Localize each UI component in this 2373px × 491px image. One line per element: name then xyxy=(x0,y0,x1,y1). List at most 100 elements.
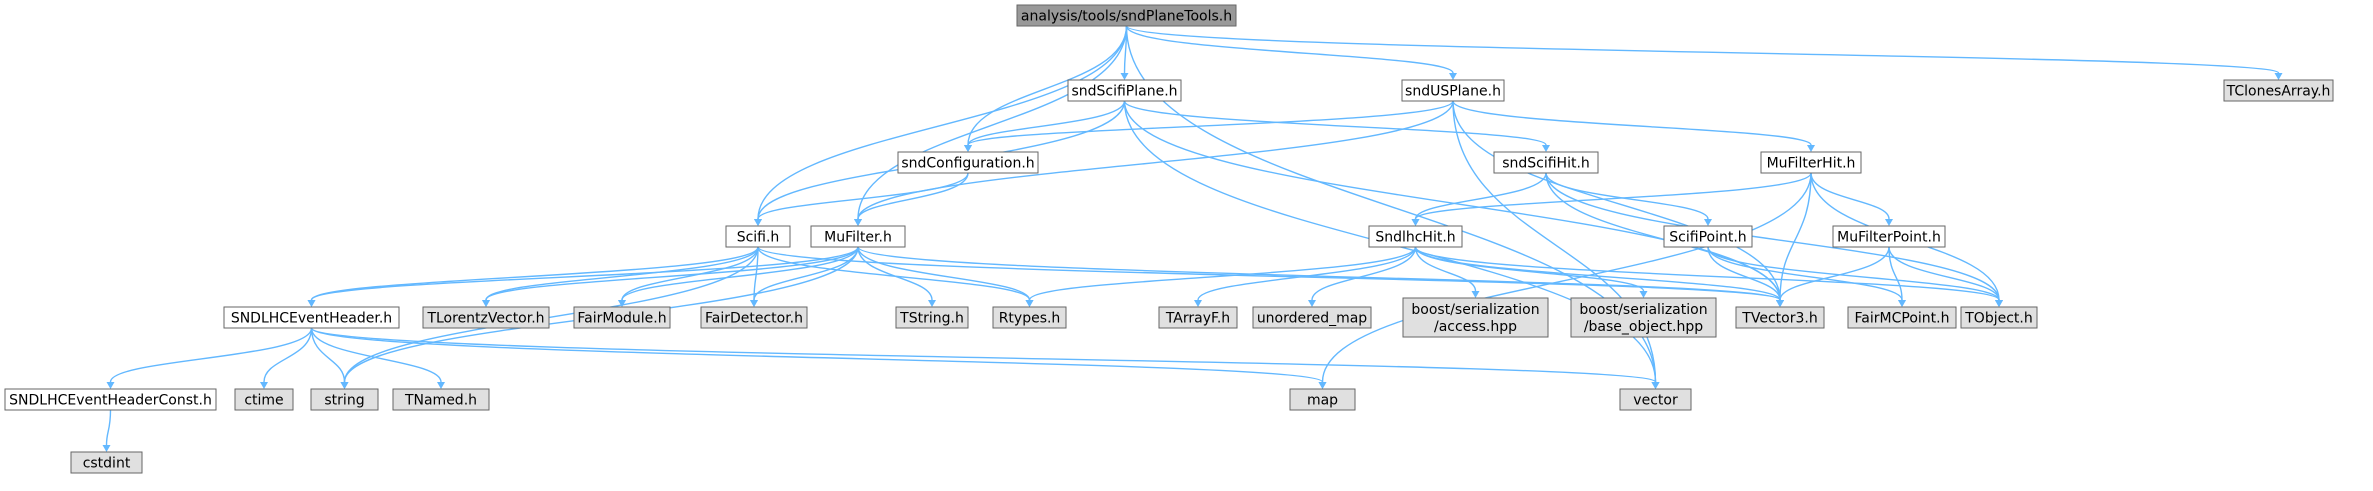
edge-SNDLHCEventHeader-to-ctime xyxy=(260,327,313,389)
node-label: Scifi.h xyxy=(737,230,780,246)
node-label: TNamed.h xyxy=(404,393,477,409)
node-box xyxy=(1570,297,1717,338)
node-SNDLHCEventHeader[interactable]: SNDLHCEventHeader.h xyxy=(223,306,400,329)
node-MuFilterHit[interactable]: MuFilterHit.h xyxy=(1760,151,1862,174)
node-box xyxy=(1252,306,1372,329)
node-box xyxy=(1289,388,1356,411)
node-box xyxy=(422,306,550,329)
node-sndScifiPlane[interactable]: sndScifiPlane.h xyxy=(1067,79,1182,102)
edge-SndlhcHit-to-unordered_map xyxy=(1308,246,1417,307)
node-unordered_map: unordered_map xyxy=(1252,306,1372,329)
edge-sndConfiguration-to-Scifi xyxy=(754,172,969,226)
node-box xyxy=(992,306,1067,329)
node-boost_access: boost/serialization/access.hpp xyxy=(1402,297,1549,338)
node-label: TLorentzVector.h xyxy=(426,311,544,327)
node-TClonesArray: TClonesArray.h xyxy=(2223,79,2334,102)
node-box xyxy=(1368,225,1463,248)
edge-MuFilter-to-FairModule xyxy=(618,246,859,307)
node-box xyxy=(573,306,671,329)
node-label: sndConfiguration.h xyxy=(901,156,1034,172)
node-sndConfiguration[interactable]: sndConfiguration.h xyxy=(897,151,1039,174)
node-box xyxy=(810,225,906,248)
edge-MuFilter-to-Rtypes xyxy=(857,246,1034,307)
edge-root-to-Scifi xyxy=(754,25,1128,226)
node-Scifi[interactable]: Scifi.h xyxy=(725,225,791,248)
node-box xyxy=(1619,388,1692,411)
edge-sndUSPlane-to-MuFilterHit xyxy=(1452,100,1815,152)
node-box xyxy=(1401,79,1505,102)
node-box xyxy=(1832,225,1946,248)
edge-SNDLHCEventHeader-to-vector xyxy=(310,327,1660,389)
node-label: SNDLHCEventHeader.h xyxy=(231,311,392,327)
node-TObject: TObject.h xyxy=(1960,306,2038,329)
node-label: MuFilterHit.h xyxy=(1767,156,1856,172)
edge-sndConfiguration-to-MuFilter xyxy=(854,172,969,226)
node-label: boost/serialization xyxy=(1579,302,1707,318)
node-label: SndlhcHit.h xyxy=(1375,230,1455,246)
node-box xyxy=(1158,306,1238,329)
node-label: /access.hpp xyxy=(1434,319,1517,335)
edge-SndlhcHit-to-boost_access xyxy=(1414,246,1480,298)
edge-MuFilterHit-to-MuFilterPoint xyxy=(1810,172,1893,226)
node-label: sndScifiPlane.h xyxy=(1071,84,1177,100)
node-TNamed: TNamed.h xyxy=(392,388,490,411)
node-label: /base_object.hpp xyxy=(1584,319,1703,335)
node-box xyxy=(70,451,143,474)
edge-MuFilter-to-SNDLHCEventHeader xyxy=(307,246,859,307)
node-label: ctime xyxy=(244,393,283,409)
edge-MuFilter-to-TString xyxy=(857,246,936,307)
edges-layer xyxy=(102,25,2283,452)
edge-MuFilterPoint-to-TObject xyxy=(1888,246,2003,307)
node-box xyxy=(897,151,1039,174)
node-ScifiPoint[interactable]: ScifiPoint.h xyxy=(1663,225,1753,248)
edge-sndUSPlane-to-vector xyxy=(1452,100,1660,389)
node-label: FairDetector.h xyxy=(705,311,803,327)
node-sndScifiHit[interactable]: sndScifiHit.h xyxy=(1493,151,1599,174)
node-map: map xyxy=(1289,388,1356,411)
nodes-layer: analysis/tools/sndPlaneTools.h sndScifiPl… xyxy=(4,4,2334,474)
node-label: Rtypes.h xyxy=(999,311,1061,327)
node-FairMCPoint: FairMCPoint.h xyxy=(1847,306,1957,329)
edge-sndScifiHit-to-ScifiPoint xyxy=(1545,172,1712,226)
node-TArrayF: TArrayF.h xyxy=(1158,306,1238,329)
node-box xyxy=(310,388,379,411)
node-boost_base: boost/serialization/base_object.hpp xyxy=(1570,297,1717,338)
edge-SNDLHCEventHeader-to-map xyxy=(310,327,1327,389)
node-root[interactable]: analysis/tools/sndPlaneTools.h xyxy=(1016,4,1237,27)
node-SndlhcHit[interactable]: SndlhcHit.h xyxy=(1368,225,1463,248)
node-label: FairModule.h xyxy=(577,311,666,327)
node-label: SNDLHCEventHeaderConst.h xyxy=(9,393,212,409)
edge-sndUSPlane-to-sndConfiguration xyxy=(964,100,1454,152)
node-label: TArrayF.h xyxy=(1165,311,1230,327)
node-label: TString.h xyxy=(899,311,964,327)
node-label: sndScifiHit.h xyxy=(1502,156,1590,172)
node-label: MuFilter.h xyxy=(824,230,892,246)
node-Rtypes: Rtypes.h xyxy=(992,306,1067,329)
edge-SndlhcHit-to-TArrayF xyxy=(1194,246,1417,307)
node-label: TClonesArray.h xyxy=(2226,84,2331,100)
edge-Scifi-to-SNDLHCEventHeader xyxy=(307,246,759,307)
node-box xyxy=(223,306,400,329)
edge-MuFilterHit-to-SndlhcHit xyxy=(1411,172,1812,226)
node-SNDLHCEventHeaderConst[interactable]: SNDLHCEventHeaderConst.h xyxy=(4,388,217,411)
node-vector: vector xyxy=(1619,388,1692,411)
node-box xyxy=(2223,79,2334,102)
node-box xyxy=(725,225,791,248)
node-MuFilterPoint[interactable]: MuFilterPoint.h xyxy=(1832,225,1946,248)
node-MuFilter[interactable]: MuFilter.h xyxy=(810,225,906,248)
node-TLorentzVector: TLorentzVector.h xyxy=(422,306,550,329)
node-box xyxy=(392,388,490,411)
node-string: string xyxy=(310,388,379,411)
node-box xyxy=(1735,306,1825,329)
edge-MuFilterHit-to-map xyxy=(1318,172,1812,389)
node-box xyxy=(1402,297,1549,338)
edge-SNDLHCEventHeader-to-TNamed xyxy=(310,327,445,389)
node-label: analysis/tools/sndPlaneTools.h xyxy=(1021,9,1232,25)
node-label: TObject.h xyxy=(1964,311,2032,327)
node-sndUSPlane[interactable]: sndUSPlane.h xyxy=(1401,79,1505,102)
edge-root-to-sndUSPlane xyxy=(1125,25,1457,80)
node-label: cstdint xyxy=(83,456,131,472)
node-box xyxy=(1067,79,1182,102)
edge-SNDLHCEventHeaderConst-to-cstdint xyxy=(102,409,112,452)
